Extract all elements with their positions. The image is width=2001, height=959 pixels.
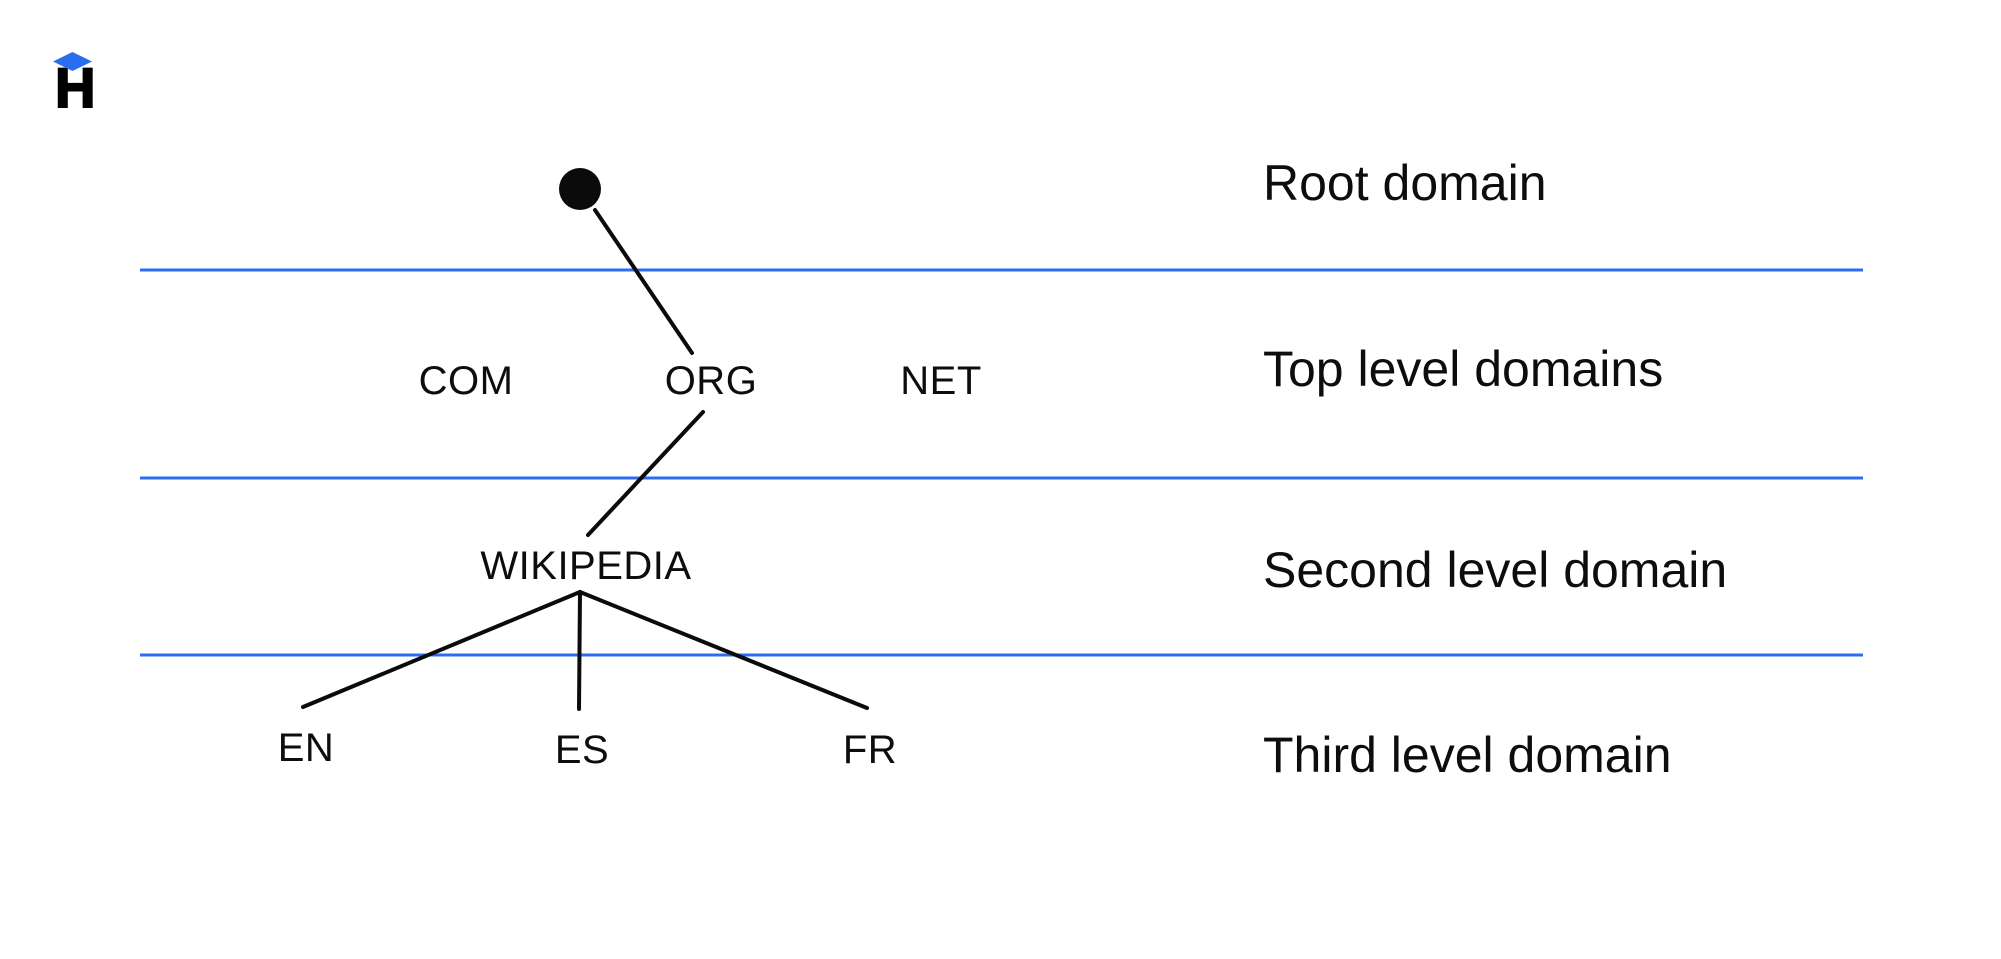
node-label-fr: FR <box>842 728 898 772</box>
hostinger-logo: H <box>53 50 113 120</box>
level-label-second-level-domain: Second level domain <box>1263 542 1728 598</box>
root-node-dot <box>559 168 601 210</box>
level-label-third-level-domain: Third level domain <box>1263 727 1672 783</box>
level-label-root-domain: Root domain <box>1263 155 1547 211</box>
node-label-net: NET <box>900 359 982 403</box>
node-label-es: ES <box>554 728 610 772</box>
edge-wikipedia-to-es <box>577 590 582 711</box>
edge-wikipedia-to-fr <box>578 590 869 710</box>
node-label-org: ORG <box>664 359 758 403</box>
node-label-en: EN <box>277 726 335 770</box>
level-label-top-level-domains: Top level domains <box>1263 341 1664 397</box>
logo-diamond-icon <box>53 52 92 71</box>
edge-wikipedia-to-en <box>301 590 582 709</box>
node-label-com: COM <box>418 359 514 403</box>
node-label-wikipedia: WIKIPEDIA <box>480 544 692 588</box>
edge-org-to-wikipedia <box>586 410 705 537</box>
edge-root-to-org <box>593 208 694 355</box>
